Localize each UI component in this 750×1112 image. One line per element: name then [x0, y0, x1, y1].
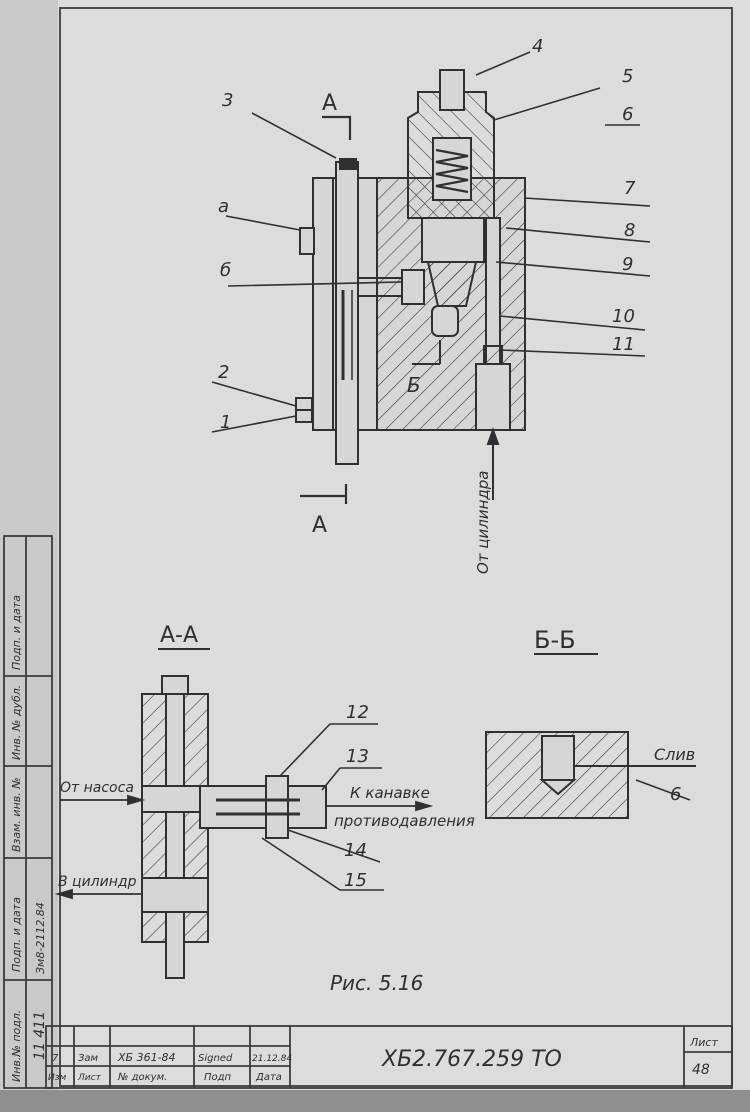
sheet-label: Лист [689, 1036, 718, 1049]
stamp-col-5: Подп. и дата [10, 595, 23, 670]
stamp-col-1: Инв.№ подл. [10, 1010, 23, 1082]
rev-sign: Signed [198, 1053, 233, 1064]
figure-caption: Рис. 5.16 [330, 971, 423, 995]
hdr-doc: № докум. [117, 1072, 167, 1083]
stamp-value-1: 11 411 [32, 1011, 48, 1060]
flow-arrow-cylinder [486, 427, 500, 500]
callout-9: 9 [622, 254, 633, 275]
callout-7: 7 [624, 178, 636, 199]
channel-11 [485, 217, 501, 365]
letter-a: а [218, 196, 229, 217]
section-bb-title: Б-Б [534, 626, 576, 654]
label-drain: Слив [654, 745, 695, 764]
label-to-groove-1: К канавке [350, 784, 430, 802]
side-stamp [3, 535, 53, 1089]
section-a-marks [300, 115, 352, 504]
section-marker-bottom: А [312, 513, 327, 538]
flow-label-cylinder: От цилиндра [474, 471, 492, 575]
callout-8: 8 [624, 220, 635, 241]
section-aa-leaders [261, 723, 384, 891]
title-block [45, 1025, 733, 1089]
section-bb-view [485, 731, 696, 819]
hdr-change: Изм [48, 1073, 67, 1083]
callout-11: 11 [612, 334, 635, 355]
stamp-col-3: Взам. инв. № [10, 777, 23, 852]
fitting-11 [475, 363, 511, 431]
section-b-marker: Б [407, 373, 421, 397]
callout-14: 14 [344, 840, 367, 861]
stamp-col-2: Подп. и дата [10, 897, 23, 972]
callout-6: 6 [622, 104, 633, 125]
spring [435, 148, 469, 194]
sheet-number: 48 [692, 1062, 710, 1078]
section-aa-arrows [54, 794, 434, 900]
label-to-groove-2: противодавления [334, 812, 475, 830]
section-aa-view [141, 675, 327, 979]
section-aa-title: А-А [160, 623, 198, 648]
callout-6-bb: 6 [670, 784, 681, 805]
fitting-12-15 [199, 785, 327, 829]
hdr-date: Дата [255, 1072, 282, 1083]
label-from-pump: От насоса [60, 780, 134, 796]
callout-1: 1 [220, 412, 231, 433]
callout-2: 2 [218, 362, 229, 383]
document-designation: ХБ2.767.259 ТО [381, 1047, 562, 1072]
callout-15: 15 [344, 870, 367, 891]
bottom-shadow [0, 1090, 750, 1112]
rev-change: 7 [52, 1053, 59, 1064]
rev-date: 21.12.84 [252, 1054, 292, 1064]
letter-b: б [220, 260, 231, 281]
callout-4: 4 [532, 36, 543, 57]
callout-5: 5 [622, 66, 633, 87]
rev-sheet: Зам [78, 1053, 99, 1064]
stamp-value-2: Зм8-2112.84 [34, 902, 47, 974]
label-to-cylinder: В цилиндр [58, 874, 137, 890]
drawing-frame [59, 7, 733, 1087]
rev-doc: ХБ 361-84 [117, 1051, 176, 1064]
rod-3 [335, 161, 359, 465]
callout-13: 13 [346, 746, 369, 767]
leader-lines [211, 51, 651, 433]
callout-12: 12 [346, 702, 369, 723]
main-view [295, 69, 526, 465]
hdr-sign: Подп [204, 1072, 232, 1083]
binding-strip [0, 0, 58, 1112]
hdr-sheet: Лист [77, 1073, 102, 1083]
callout-10: 10 [612, 306, 635, 327]
callout-3: 3 [222, 90, 233, 111]
section-marker-top: А [322, 91, 337, 116]
poppet [426, 261, 478, 307]
stamp-col-4: Инв. № дубл. [10, 685, 23, 760]
nut-a [299, 227, 315, 255]
